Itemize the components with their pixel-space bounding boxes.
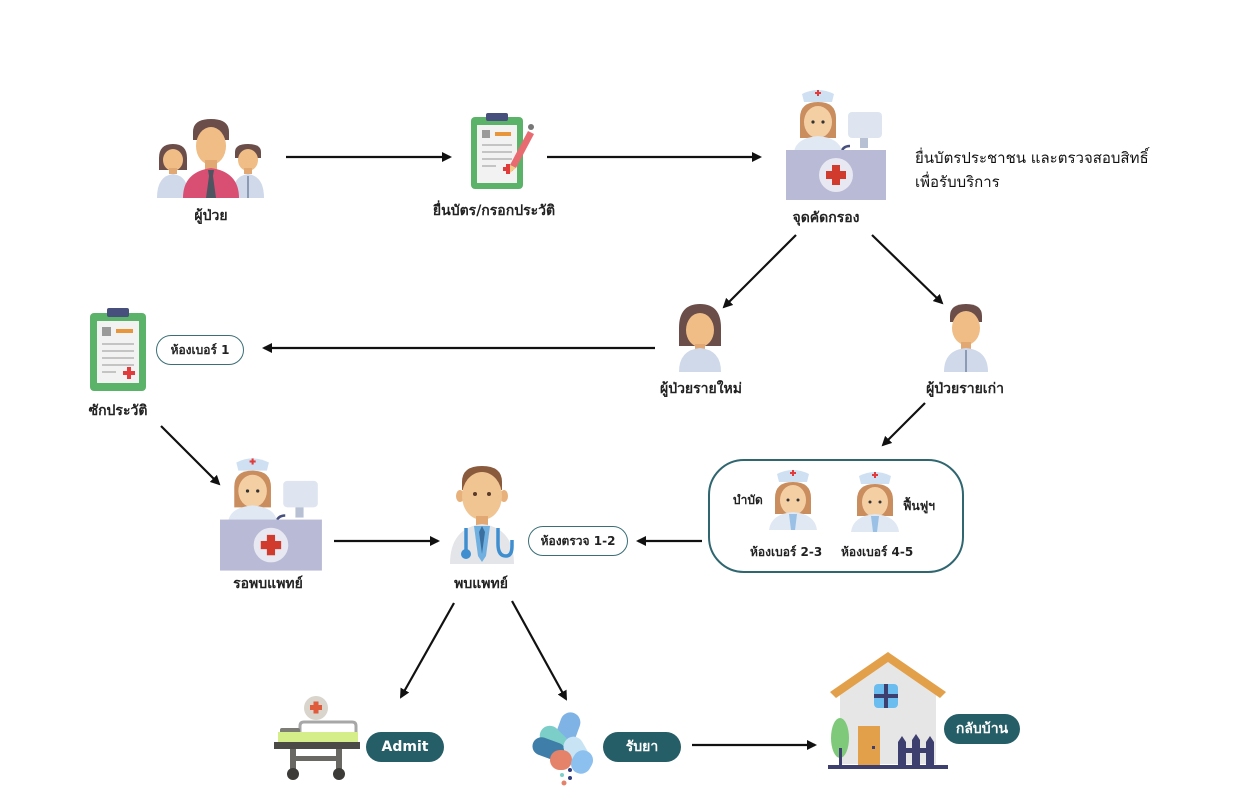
screening-note: ยื่นบัตรประชาชน และตรวจสอบสิทธิ์ เพื่อรั… (915, 146, 1149, 194)
hospital-bed-icon (272, 694, 362, 784)
arrow-doctor-to-admit (400, 602, 455, 699)
arrow-screening-to-new (722, 234, 797, 309)
clipboard-icon (90, 308, 146, 392)
rehab-room-label: ห้องเบอร์ 4-5 (841, 545, 914, 559)
admit-badge: Admit (366, 732, 444, 762)
screening-note-line2: เพื่อรับบริการ (915, 173, 1000, 191)
nurse-desk-icon (786, 88, 890, 203)
house-icon (828, 652, 948, 770)
node-screening-label: จุดคัดกรอง (792, 210, 860, 226)
node-wait-doctor-label: รอพบแพทย์ (233, 576, 303, 592)
node-new-patient-label: ผู้ป่วยรายใหม่ (659, 381, 743, 397)
room1-badge: ห้องเบอร์ 1 (156, 335, 244, 365)
patients-group-icon (155, 118, 265, 200)
arrow-doctor-to-medicine (511, 600, 567, 701)
nurse-icon-therapy (767, 468, 819, 530)
nurse-icon-rehab (849, 470, 901, 532)
clipboard-form-icon (470, 113, 538, 191)
doctor-icon (448, 464, 516, 566)
pills-icon (528, 710, 596, 786)
node-old-patient-label: ผู้ป่วยรายเก่า (926, 381, 1004, 397)
medicine-badge: รับยา (603, 732, 681, 762)
go-home-badge: กลับบ้าน (944, 714, 1020, 744)
rehab-label: ฟื้นฟูฯ (903, 499, 935, 513)
arrow-history-to-wait (160, 425, 221, 486)
screening-note-line1: ยื่นบัตรประชาชน และตรวจสอบสิทธิ์ (915, 149, 1149, 167)
exam-rooms-badge: ห้องตรวจ 1-2 (528, 526, 628, 556)
male-patient-icon (942, 302, 990, 372)
node-history-label: ซักประวัติ (88, 403, 148, 419)
nurse-desk-icon-waiting (220, 456, 326, 574)
female-patient-icon (675, 302, 725, 372)
node-see-doctor-label: พบแพทย์ (454, 576, 508, 592)
therapy-label: บำบัด (733, 493, 763, 507)
node-patient-label: ผู้ป่วย (194, 208, 228, 224)
therapy-room-label: ห้องเบอร์ 2-3 (750, 545, 823, 559)
arrow-old-to-therapy (881, 402, 926, 447)
node-register-label: ยื่นบัตร/กรอกประวัติ (432, 203, 556, 219)
therapy-group-box (708, 459, 964, 573)
arrow-screening-to-old (871, 234, 944, 305)
